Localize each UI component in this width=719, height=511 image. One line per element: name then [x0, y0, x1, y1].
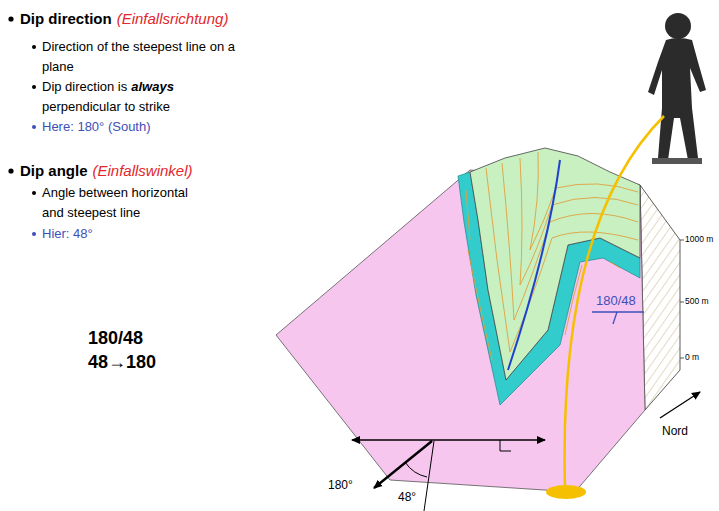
north-label: Nord — [662, 424, 688, 439]
bullet-text: perpendicular to strike — [42, 97, 170, 117]
bullet-heading: Dip angle — [20, 161, 88, 181]
bullet-text: Dip direction is — [42, 77, 127, 97]
map-symbol-label: 180/48 — [596, 293, 636, 309]
statue — [648, 13, 706, 164]
vertical-line — [424, 441, 434, 511]
north-arrow — [660, 392, 700, 418]
bullet-dots — [8, 16, 36, 236]
notation: 180/48 — [88, 326, 143, 350]
bullet-text: Angle between horizontal and steepest li… — [42, 183, 200, 223]
strike-line — [352, 439, 545, 440]
german-term: (Einfallswinkel) — [93, 161, 193, 181]
height-label: 1000 m — [685, 234, 713, 245]
bullet-heading: Dip direction — [20, 9, 112, 29]
contour-lines — [466, 152, 638, 360]
strike-dip-symbol — [592, 312, 644, 324]
angle-label: 180° — [328, 478, 353, 492]
puddle — [546, 485, 586, 499]
height-label: 500 m — [685, 296, 709, 307]
bullet-text: Direction of the steepest line on a plan… — [42, 37, 247, 77]
side-face — [640, 185, 680, 410]
emphasis-word: always — [131, 77, 174, 97]
example-value: Hier: 48° — [42, 224, 93, 244]
example-value: Here: 180° (South) — [42, 117, 151, 137]
water-stream — [565, 116, 664, 488]
notation: 48→180 — [88, 350, 156, 374]
dip-arrow — [374, 441, 432, 488]
angle-arc — [405, 462, 427, 477]
height-label: 0 m — [685, 352, 699, 363]
angle-label: 48° — [398, 490, 416, 504]
terrain-surface — [470, 148, 640, 380]
german-term: (Einfallsrichtung) — [117, 9, 229, 29]
side-face-hatch — [640, 185, 680, 410]
right-angle-mark — [500, 440, 511, 451]
height-ticks — [680, 240, 684, 358]
river — [508, 160, 560, 370]
